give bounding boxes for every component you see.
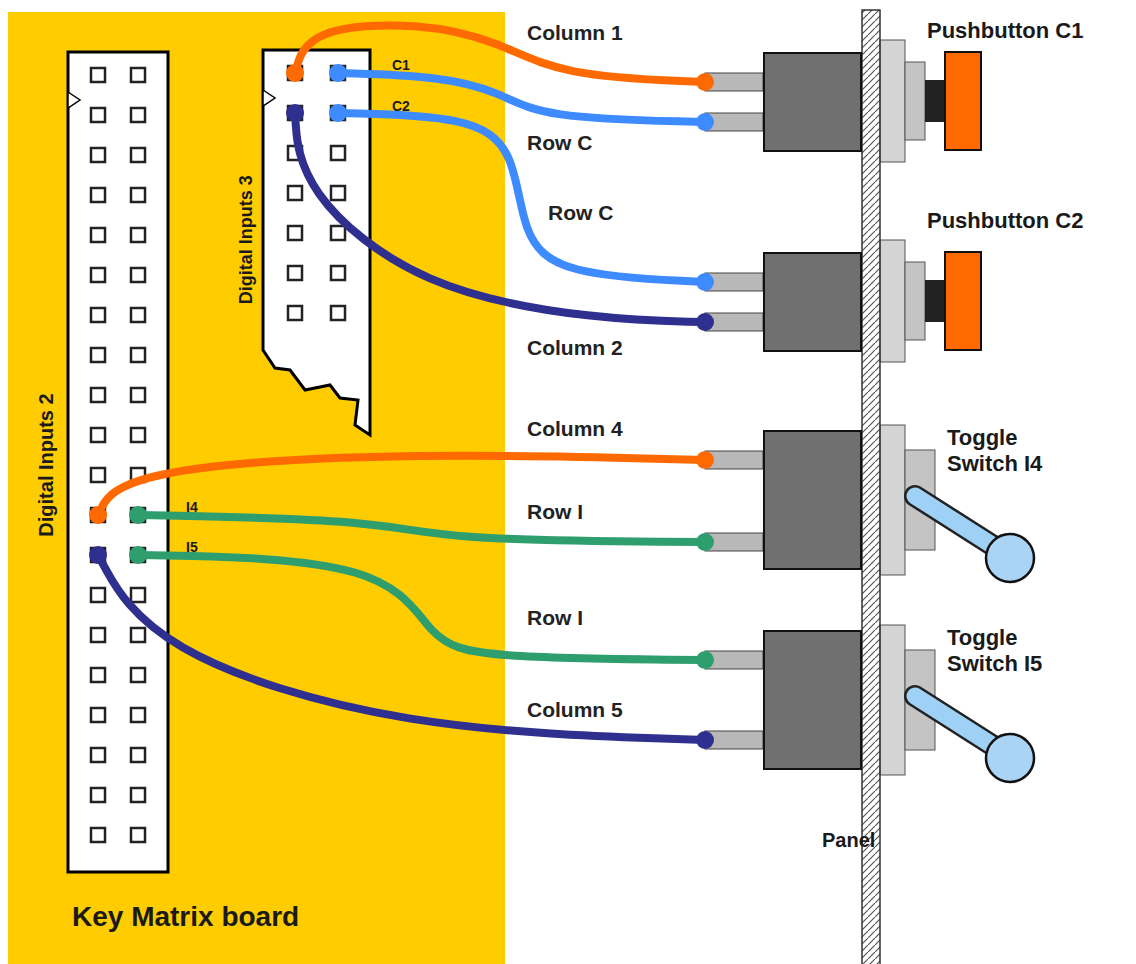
- wire-end: [89, 506, 107, 524]
- panel-label: Panel: [822, 828, 875, 852]
- wire-end: [696, 451, 714, 469]
- panel-plate: [862, 10, 880, 964]
- wire-end: [696, 113, 714, 131]
- wire-end: [286, 64, 304, 82]
- wire-path: [98, 555, 705, 740]
- wire-label: Row I: [527, 499, 583, 524]
- wire-label: Column 4: [527, 416, 623, 441]
- board-outline: [8, 12, 505, 964]
- wire: [329, 64, 714, 131]
- wire-label: Row I: [527, 605, 583, 630]
- wire-end: [286, 104, 304, 122]
- wire-end: [696, 273, 714, 291]
- wire: [129, 506, 714, 551]
- wire-end: [696, 731, 714, 749]
- switch-label: Pushbutton C1: [927, 18, 1083, 44]
- wire-end: [329, 104, 347, 122]
- wire-end: [129, 546, 147, 564]
- pushbutton-body: Pushbutton C1: [763, 52, 862, 152]
- wire: [286, 104, 714, 331]
- wire-end: [696, 533, 714, 551]
- wire-end: [129, 506, 147, 524]
- wire-end: [329, 64, 347, 82]
- wire-path: [138, 515, 705, 542]
- wire-label: Row C: [548, 200, 613, 225]
- connector-label: Digital Inputs 2: [33, 393, 57, 536]
- switch-label: Pushbutton C2: [927, 208, 1083, 234]
- pin-header-outline: [263, 50, 370, 435]
- pin-label: C2: [392, 98, 410, 115]
- toggle-switch-body: Toggle Switch I4: [763, 430, 862, 570]
- board-title: Key Matrix board: [72, 900, 299, 934]
- circuit-board: Key Matrix board Digital Inputs 2 Digital …: [8, 12, 505, 964]
- wire-label: Row C: [527, 130, 592, 155]
- wire: [286, 25, 714, 91]
- pin-header: Digital Inputs 3: [263, 50, 370, 435]
- pin-label: I5: [186, 539, 198, 556]
- wire-label: Column 2: [527, 335, 623, 360]
- wire-end: [696, 313, 714, 331]
- wire: [129, 546, 714, 669]
- wire-end: [696, 651, 714, 669]
- wire-label: Column 1: [527, 20, 623, 45]
- wire-path: [295, 113, 705, 322]
- wire-label: Column 5: [527, 697, 623, 722]
- wire: [89, 546, 714, 749]
- pin-label: I4: [186, 499, 198, 516]
- wire-path: [138, 555, 705, 660]
- pushbutton-symbol: [705, 240, 981, 362]
- switch-label: Toggle Switch I4: [947, 425, 1075, 478]
- switch-label: Toggle Switch I5: [947, 625, 1075, 678]
- wire-end: [89, 546, 107, 564]
- wire-end: [696, 73, 714, 91]
- pin-header-outline: [68, 52, 168, 872]
- pushbutton-symbol: [705, 40, 981, 162]
- connector-label: Digital Inputs 3: [235, 175, 257, 304]
- wire: [329, 104, 714, 291]
- pin-label: C1: [392, 57, 410, 74]
- toggle-switch-body: Toggle Switch I5: [763, 630, 862, 770]
- pin-header: Digital Inputs 2: [68, 52, 168, 872]
- pushbutton-body: Pushbutton C2: [763, 252, 862, 352]
- wire-path: [98, 456, 705, 515]
